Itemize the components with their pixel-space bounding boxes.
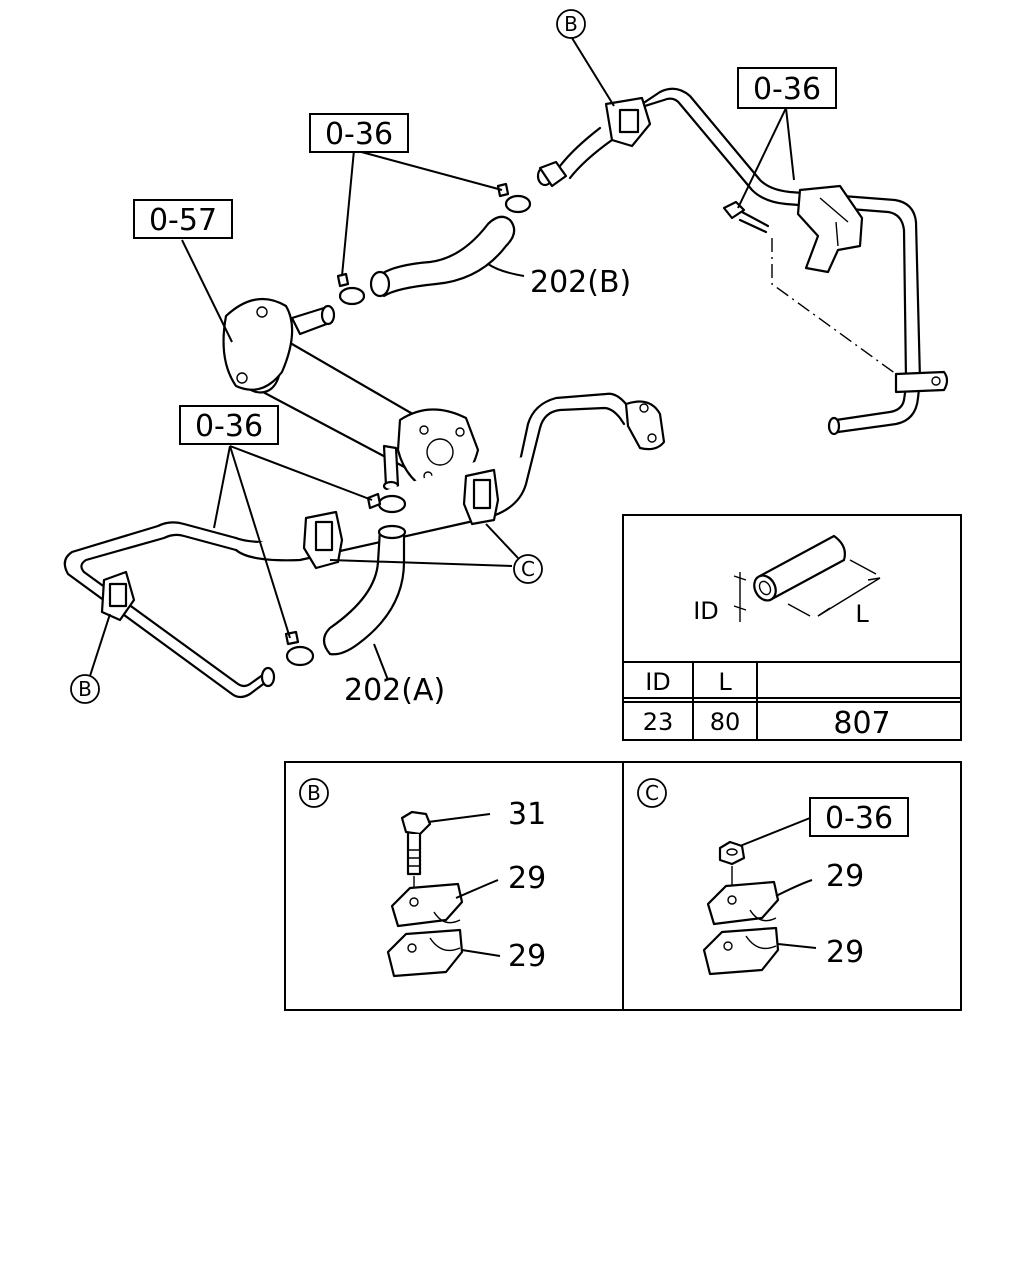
ref-box-036-detail: 0-36 — [809, 797, 909, 837]
id-dimension-label: ID — [693, 597, 719, 625]
ref-box-036-top-right: 0-36 — [737, 67, 837, 109]
part-label-31: 31 — [508, 797, 546, 832]
ref-label: 0-36 — [325, 117, 393, 152]
part-label-202b: 202(B) — [530, 265, 631, 300]
ref-label: 0-57 — [149, 203, 217, 238]
table-cell-part: 807 — [833, 706, 890, 741]
detail-panels: B 31 29 29 C — [284, 761, 962, 1011]
svg-text:B: B — [307, 781, 321, 805]
svg-text:B: B — [78, 677, 92, 701]
table-header-id: ID — [645, 668, 671, 696]
egr-cooler — [222, 297, 480, 496]
part-label-29-c-lower: 29 — [826, 935, 864, 970]
part-label-29-b-lower: 29 — [508, 939, 546, 974]
callout-b-left: B — [70, 674, 100, 704]
hose-spec-panel: ID L ID L 23 80 807 — [622, 514, 962, 741]
ref-label: 0-36 — [825, 801, 893, 836]
lower-pipe-assembly — [63, 392, 666, 699]
leader-lines — [89, 37, 795, 681]
svg-text:C: C — [521, 557, 535, 581]
callout-c-main: C — [513, 554, 543, 584]
ref-label: 0-36 — [753, 72, 821, 107]
ref-box-036-lower: 0-36 — [179, 405, 279, 445]
ref-label: 0-36 — [195, 409, 263, 444]
ref-box-057: 0-57 — [133, 199, 233, 239]
reference-labels: 0-36 0-36 0-57 0-36 202(B) 202(A) B B C — [70, 9, 837, 708]
detail-b: B 31 29 29 — [299, 778, 546, 978]
table-cell-l: 80 — [710, 708, 741, 736]
hose-illustration — [733, 534, 881, 622]
table-header-l: L — [718, 668, 732, 696]
upper-pipe-assembly — [536, 87, 949, 436]
callout-b-top: B — [556, 9, 586, 39]
part-label-202a: 202(A) — [344, 673, 445, 708]
l-dimension-label: L — [855, 600, 869, 628]
hose-202b — [336, 182, 532, 306]
part-label-29-b-upper: 29 — [508, 861, 546, 896]
table-cell-id: 23 — [643, 708, 674, 736]
svg-text:B: B — [564, 12, 578, 36]
svg-text:C: C — [645, 781, 659, 805]
ref-box-036-upper: 0-36 — [309, 113, 409, 153]
detail-c: C 0-36 29 29 — [637, 778, 909, 976]
part-label-29-c-upper: 29 — [826, 859, 864, 894]
